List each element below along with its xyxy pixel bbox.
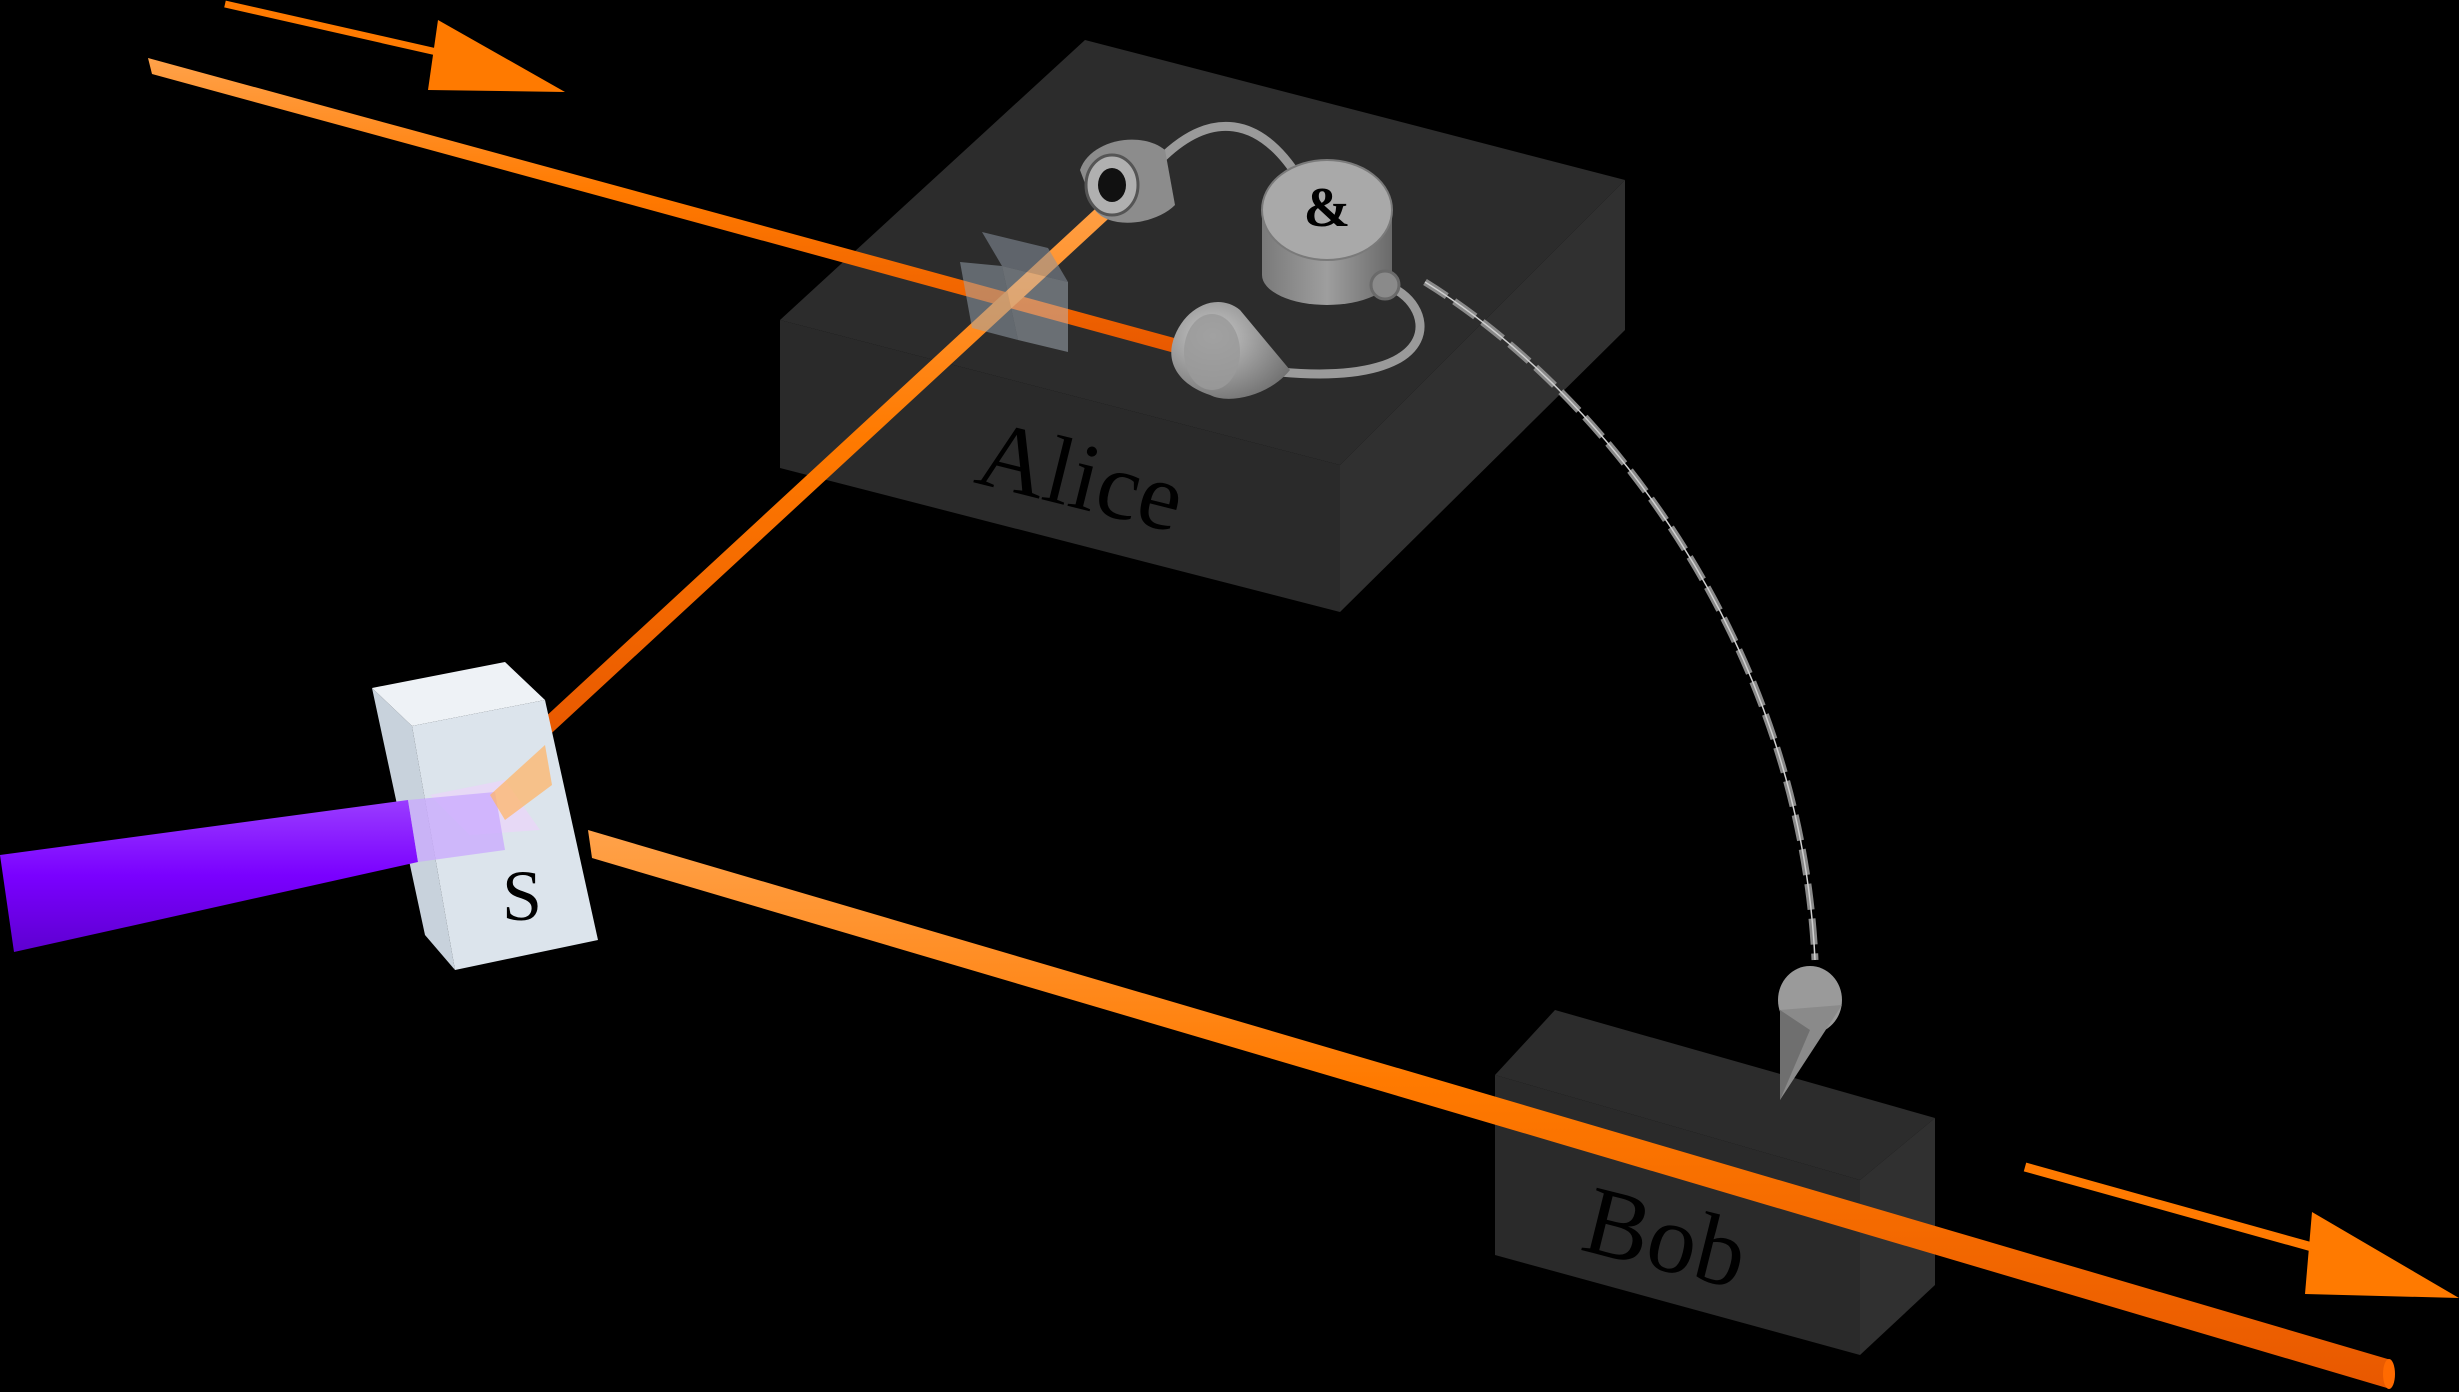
- idler-beam-horizontal: [148, 58, 1182, 355]
- fiber-cable-lower: [1275, 280, 1425, 379]
- detector-alice-upper-icon: [1080, 139, 1175, 223]
- source-label: S: [502, 856, 542, 936]
- detector-bob-icon: [1778, 966, 1842, 1100]
- arrow-incoming-icon: [224, 0, 565, 92]
- bob-box-top: [1495, 1010, 1935, 1180]
- detector-alice-lower-icon: [1171, 302, 1290, 399]
- arrow-outgoing-icon: [2023, 1162, 2459, 1298]
- coincidence-label: &: [1304, 177, 1351, 239]
- alice-box-front: [780, 320, 1340, 612]
- beam-end-cap: [2383, 1359, 2395, 1389]
- fiber-cable-upper: [1155, 121, 1305, 185]
- coincidence-counter-icon: &: [1261, 159, 1401, 305]
- signal-beam-to-bob: [588, 830, 2391, 1388]
- alice-box: [780, 40, 1625, 612]
- beam-splitter-cube: [960, 232, 1068, 352]
- pump-beam-in-crystal: [408, 792, 505, 862]
- alice-box-side: [1340, 180, 1625, 612]
- alice-box-top: [780, 40, 1625, 465]
- pump-laser-beam: [0, 800, 418, 952]
